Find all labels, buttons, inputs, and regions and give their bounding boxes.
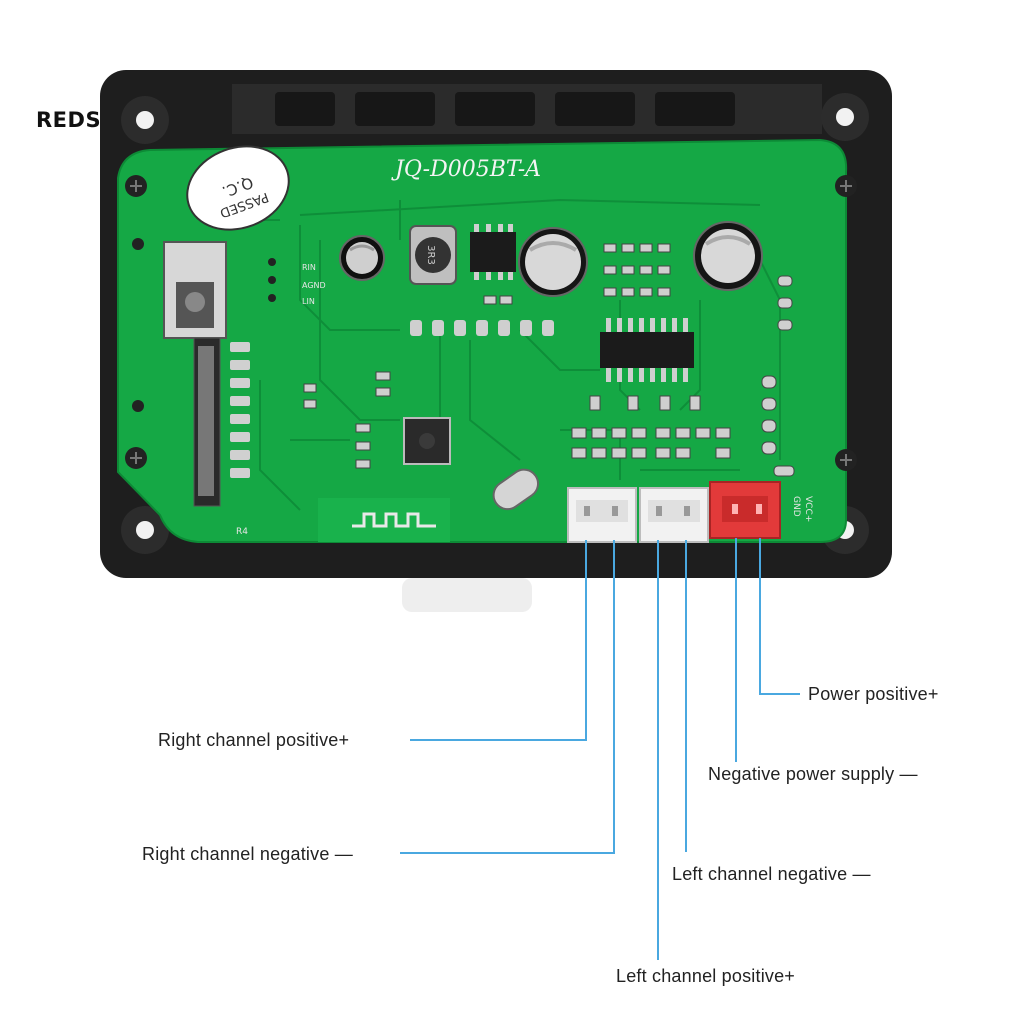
silk-gnd: GND: [791, 496, 801, 517]
sd-card-slot: [163, 241, 227, 507]
test-pads-row: [410, 320, 554, 336]
silk-r4: R4: [236, 527, 248, 537]
amplifier-ic: [600, 318, 694, 382]
label-left-channel-negative: Left channel negative —: [672, 864, 871, 884]
label-left-channel-positive: Left channel positive+: [616, 966, 796, 986]
label-right-channel-positive: Right channel positive+: [158, 730, 350, 750]
qc-passed-stamp: Q.C. PASSED: [186, 145, 290, 231]
left-channel-connector: [639, 487, 709, 543]
label-right-channel-negative: Right channel negative —: [142, 844, 353, 864]
svg-text:AGND: AGND: [302, 281, 326, 290]
ic-soic8: [470, 224, 516, 280]
smd-components-upper: [483, 243, 671, 305]
leader-right-positive: [410, 540, 587, 741]
svg-text:RIN: RIN: [302, 263, 316, 272]
bluetooth-antenna: [318, 498, 450, 542]
bluetooth-chip: [403, 417, 451, 465]
power-connector: [709, 481, 781, 539]
label-negative-power-supply: Negative power supply —: [708, 764, 918, 784]
crystal-oscillator: [492, 468, 540, 511]
svg-text:LIN: LIN: [302, 297, 315, 306]
board-model-silkscreen: JQ-D005BT-A: [391, 157, 541, 182]
callout-leader-lines: [400, 538, 800, 960]
leader-right-negative: [400, 540, 615, 854]
capacitor-large-right: [693, 221, 763, 291]
smd-components-left: [303, 371, 391, 469]
svg-text:3R3: 3R3: [425, 245, 436, 265]
right-channel-connector: [567, 487, 637, 543]
inductor: 3R3: [409, 225, 457, 285]
leader-power-positive: [759, 538, 800, 695]
label-power-positive: Power positive+: [808, 684, 939, 704]
silk-vcc: VCC+: [803, 496, 813, 522]
capacitor-large-center: [518, 227, 588, 297]
smd-pads-left: [230, 342, 250, 478]
smd-components-right: [761, 275, 795, 477]
pcb-screws: [125, 175, 857, 471]
smd-components-lower: [571, 395, 731, 459]
capacitor-small: [339, 235, 385, 281]
audio-input-pads: RIN AGND LIN: [268, 258, 326, 306]
